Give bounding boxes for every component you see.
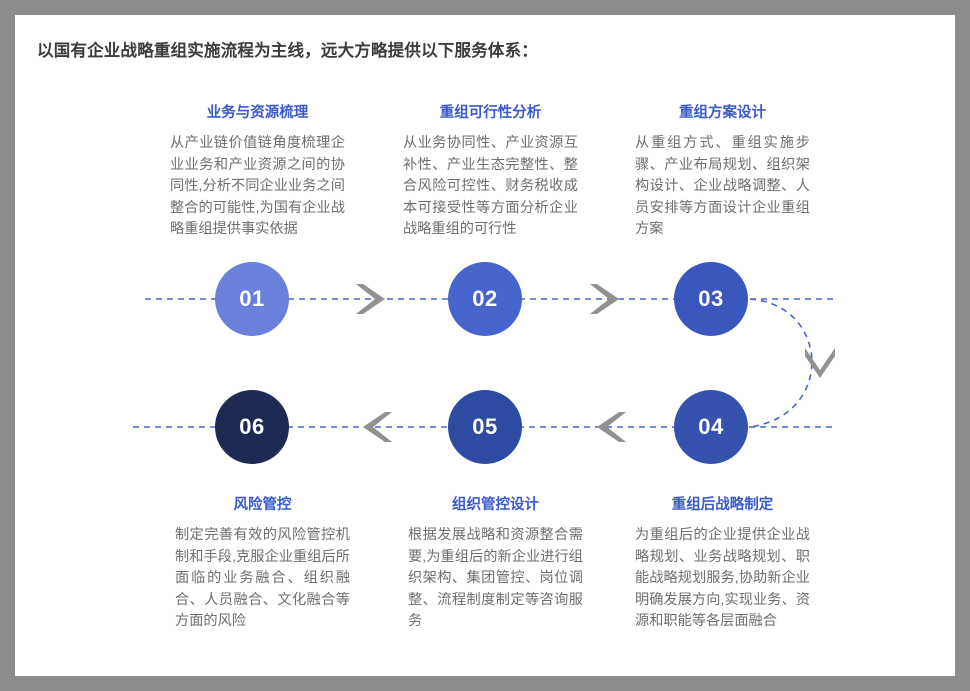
- step-body-03: 从重组方式、重组实施步骤、产业布局规划、组织架构设计、企业战略调整、人员安排等方…: [635, 135, 810, 237]
- step-node-02[interactable]: 02: [448, 262, 522, 336]
- step-body-06: 制定完善有效的风险管控机制和手段,克服企业重组后所面临的业务融合、组织融合、人员…: [175, 527, 350, 629]
- arrow-left-04-05: [597, 412, 626, 442]
- step-node-01[interactable]: 01: [215, 262, 289, 336]
- connector-curve-03-to-04: [749, 298, 813, 428]
- step-column-02: 重组可行性分析 从业务协同性、产业资源互补性、产业生态完整性、整合风险可控性、财…: [403, 103, 578, 241]
- step-body-05: 根据发展战略和资源整合需要,为重组后的新企业进行组织架构、集团管控、岗位调整、流…: [408, 527, 583, 629]
- step-node-06[interactable]: 06: [215, 390, 289, 464]
- arrow-left-05-06: [363, 412, 392, 442]
- page-title: 以国有企业战略重组实施流程为主线，远大方略提供以下服务体系：: [37, 42, 538, 60]
- diagram-frame: 以国有企业战略重组实施流程为主线，远大方略提供以下服务体系： 业务与资源梳理: [15, 15, 955, 676]
- step-node-05[interactable]: 05: [448, 390, 522, 464]
- step-heading-02: 重组可行性分析: [439, 105, 542, 121]
- step-body-02: 从业务协同性、产业资源互补性、产业生态完整性、整合风险可控性、财务税收成本可接受…: [403, 135, 578, 237]
- arrow-down-03-04: [805, 348, 835, 378]
- step-column-03: 重组方案设计 从重组方式、重组实施步骤、产业布局规划、组织架构设计、企业战略调整…: [635, 103, 810, 241]
- step-column-01: 业务与资源梳理 从产业链价值链角度梳理企业业务和产业资源之间的协同性,分析不同企…: [170, 103, 345, 241]
- step-heading-01: 业务与资源梳理: [206, 105, 309, 121]
- arrow-right-01-02: [356, 284, 385, 314]
- step-heading-06: 风险管控: [233, 497, 292, 513]
- step-column-05: 组织管控设计 根据发展战略和资源整合需要,为重组后的新企业进行组织架构、集团管控…: [408, 495, 583, 633]
- step-heading-04: 重组后战略制定: [671, 497, 774, 513]
- step-body-04: 为重组后的企业提供企业战略规划、业务战略规划、职能战略规划服务,协助新企业明确发…: [635, 527, 810, 629]
- step-column-06: 风险管控 制定完善有效的风险管控机制和手段,克服企业重组后所面临的业务融合、组织…: [175, 495, 350, 633]
- step-node-03[interactable]: 03: [674, 262, 748, 336]
- step-column-04: 重组后战略制定 为重组后的企业提供企业战略规划、业务战略规划、职能战略规划服务,…: [635, 495, 810, 633]
- step-heading-03: 重组方案设计: [679, 105, 766, 121]
- step-body-01: 从产业链价值链角度梳理企业业务和产业资源之间的协同性,分析不同企业业务之间整合的…: [170, 135, 345, 237]
- step-heading-05: 组织管控设计: [452, 497, 539, 513]
- step-node-04[interactable]: 04: [674, 390, 748, 464]
- arrow-right-02-03: [590, 284, 619, 314]
